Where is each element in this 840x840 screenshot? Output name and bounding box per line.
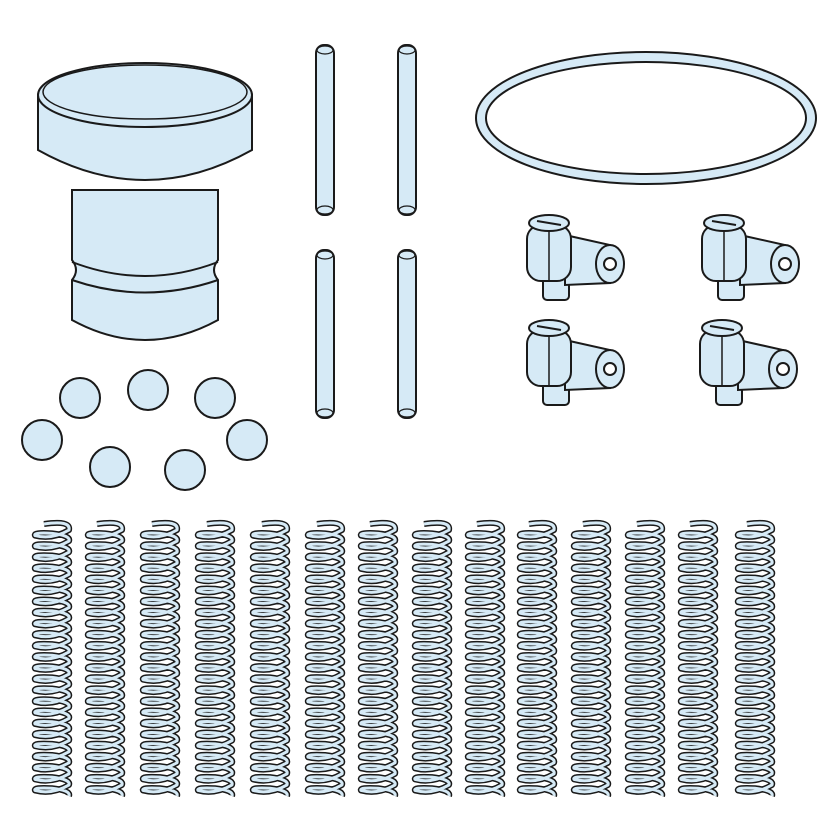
spring bbox=[84, 519, 126, 798]
fitting-port bbox=[776, 362, 790, 376]
fitting-port bbox=[603, 257, 617, 271]
spring-coil bbox=[466, 521, 504, 797]
spring bbox=[31, 519, 73, 798]
spring bbox=[570, 519, 612, 798]
spring bbox=[139, 519, 181, 798]
elbow-fitting-group bbox=[526, 214, 800, 406]
pin-group bbox=[315, 44, 417, 419]
spring-coil bbox=[736, 521, 774, 797]
pin-end bbox=[316, 408, 334, 418]
ball bbox=[164, 449, 206, 491]
spring-coil bbox=[306, 521, 344, 797]
spring bbox=[249, 519, 291, 798]
spring bbox=[304, 519, 346, 798]
spring-coil bbox=[679, 521, 717, 797]
ball bbox=[59, 377, 101, 419]
ball bbox=[194, 377, 236, 419]
pin-end bbox=[316, 45, 334, 55]
spring-group bbox=[31, 519, 776, 798]
spring bbox=[411, 519, 453, 798]
spring bbox=[624, 519, 666, 798]
pin bbox=[397, 44, 417, 216]
fitting-slot bbox=[536, 325, 562, 331]
elbow-fitting bbox=[701, 214, 800, 301]
elbow-fitting bbox=[526, 214, 625, 301]
spring-coil bbox=[626, 521, 664, 797]
pin-end bbox=[316, 205, 334, 215]
fitting-slot bbox=[709, 325, 735, 331]
spring bbox=[734, 519, 776, 798]
ball bbox=[89, 446, 131, 488]
fitting-port bbox=[778, 257, 792, 271]
fitting-slot bbox=[711, 220, 737, 226]
knob-cap-top bbox=[37, 62, 253, 128]
fitting-port bbox=[603, 362, 617, 376]
spring-coil bbox=[518, 521, 556, 797]
ball bbox=[127, 369, 169, 411]
o-ring-inner bbox=[485, 61, 807, 175]
o-ring bbox=[475, 51, 817, 185]
spring-coil bbox=[572, 521, 610, 797]
spring-coil bbox=[196, 521, 234, 797]
spring-coil bbox=[251, 521, 289, 797]
elbow-fitting bbox=[526, 319, 625, 406]
knob-groove-line bbox=[71, 261, 219, 277]
pin-end bbox=[398, 408, 416, 418]
ball bbox=[226, 419, 268, 461]
fitting-slot bbox=[536, 220, 562, 226]
spring bbox=[464, 519, 506, 798]
spring-coil bbox=[413, 521, 451, 797]
knob-cap-rim bbox=[42, 64, 248, 120]
pin bbox=[315, 44, 335, 216]
pin-end bbox=[398, 45, 416, 55]
pin bbox=[315, 249, 335, 419]
spring bbox=[516, 519, 558, 798]
pin-end bbox=[398, 250, 416, 260]
spring bbox=[194, 519, 236, 798]
pin-end bbox=[316, 250, 334, 260]
spring bbox=[677, 519, 719, 798]
knob-part bbox=[37, 62, 253, 341]
elbow-fitting bbox=[699, 319, 798, 406]
spring bbox=[357, 519, 399, 798]
spring-coil bbox=[359, 521, 397, 797]
ball bbox=[21, 419, 63, 461]
ball-group bbox=[21, 369, 268, 491]
spring-coil bbox=[86, 521, 124, 797]
pin-end bbox=[398, 205, 416, 215]
spring-coil bbox=[33, 521, 71, 797]
pin bbox=[397, 249, 417, 419]
knob-groove-line bbox=[71, 279, 219, 294]
knob-stem bbox=[71, 189, 219, 341]
spring-coil bbox=[141, 521, 179, 797]
